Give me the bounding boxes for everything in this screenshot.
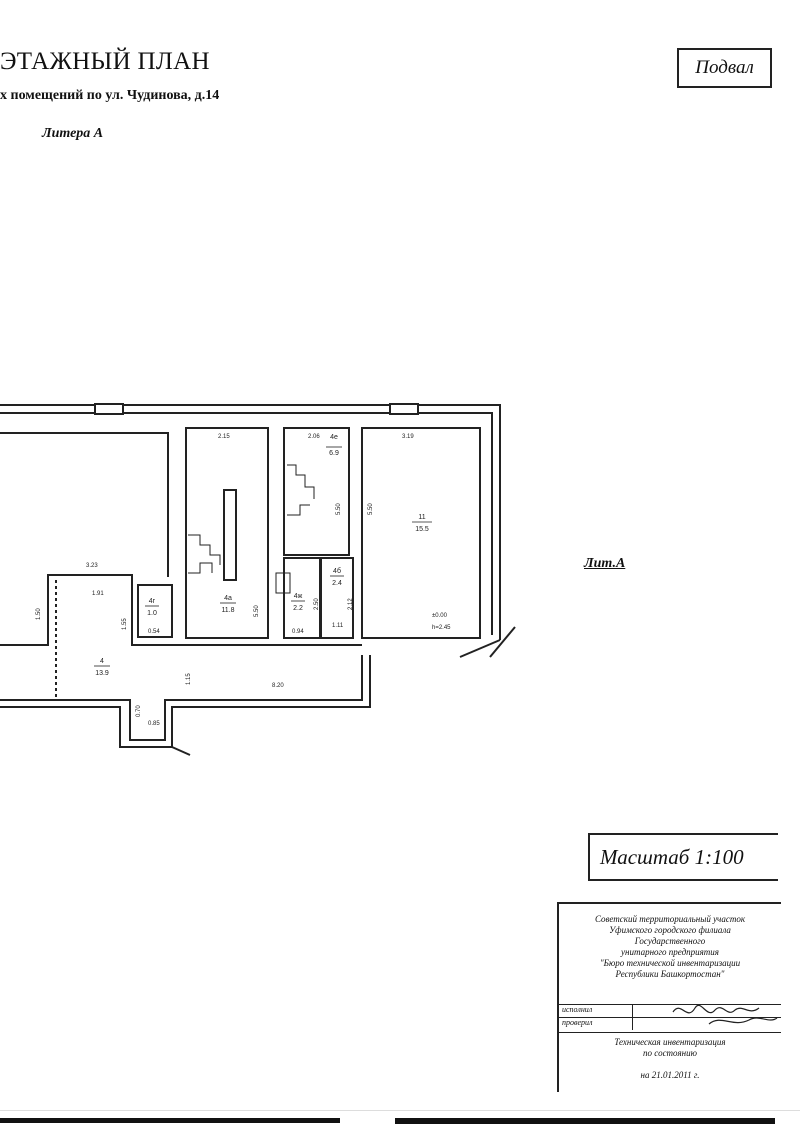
- stamp-row-executed-label: исполнил: [559, 1005, 633, 1017]
- stamp-org-line: Республики Башкортостан": [615, 969, 725, 979]
- dim-323: 3.23: [86, 563, 98, 569]
- room-11-area: 15.5: [415, 526, 429, 533]
- room-4e-area: 6.9: [329, 450, 339, 457]
- stamp-document: Техническая инвентаризация по состоянию: [559, 1032, 781, 1059]
- scan-bottom-artifacts: [0, 1110, 800, 1124]
- stamp-org-line: Советский территориальный участок: [594, 914, 746, 924]
- dim-212: 2.12: [348, 598, 354, 610]
- room-4zh-label: 4ж: [294, 593, 303, 600]
- stamp-row-checked-label: проверил: [559, 1018, 633, 1030]
- signature-image: [672, 1004, 778, 1025]
- page-subtitle: х помещений по ул. Чудинова, д.14: [0, 88, 220, 103]
- stamp-org-line: Уфимского городского филиала: [609, 925, 731, 935]
- page-title: ЭТАЖНЫЙ ПЛАН: [0, 48, 210, 75]
- room-4b-label: 4б: [333, 567, 341, 575]
- room-4b-area: 2.4: [332, 580, 342, 587]
- room-4a-area: 11.8: [221, 607, 234, 614]
- stamp-organization: Советский территориальный участок Уфимск…: [559, 904, 781, 980]
- room-4a-label: 4а: [224, 595, 232, 602]
- dim-215: 2.15: [218, 434, 230, 440]
- dim-820: 8.20: [272, 683, 284, 689]
- room-4g-area: 1.0: [147, 610, 157, 617]
- dim-550-c: 5.50: [336, 503, 342, 515]
- stamp-doc-line: Техническая инвентаризация: [614, 1037, 726, 1047]
- dim-206: 2.06: [308, 434, 320, 440]
- dim-250: 2.50: [314, 598, 320, 610]
- dim-070: 0.70: [136, 705, 142, 717]
- room-4g-label: 4г: [149, 598, 156, 605]
- stamp-org-line: Государственного: [634, 936, 706, 946]
- dim-155: 1.55: [122, 618, 128, 630]
- scale-box: Масштаб 1:100: [588, 833, 778, 881]
- level-height: h=2.45: [432, 625, 451, 631]
- dim-550-a: 5.50: [254, 605, 260, 617]
- dim-094: 0.94: [292, 629, 304, 635]
- stamp-row-checked: проверил: [559, 1017, 781, 1030]
- stamp-doc-line: по состоянию: [643, 1048, 697, 1058]
- room-4-label: 4: [100, 658, 104, 665]
- room-4-area: 13.9: [95, 670, 109, 677]
- stamp-org-line: унитарного предприятия: [621, 947, 719, 957]
- dim-054: 0.54: [148, 629, 160, 635]
- dim-111: 1.11: [332, 623, 344, 629]
- dim-191: 1.91: [92, 591, 104, 597]
- dim-085: 0.85: [148, 721, 160, 727]
- dim-550-b: 5.50: [368, 503, 374, 515]
- dim-319: 3.19: [402, 434, 414, 440]
- stamp-date: на 21.01.2011 г.: [640, 1070, 700, 1080]
- building-label: Лит.А: [584, 556, 626, 571]
- floor-label-box: Подвал: [677, 48, 772, 88]
- room-4e-label: 4е: [330, 434, 338, 441]
- dim-150: 1.50: [36, 608, 42, 620]
- stamp-row-executed: исполнил: [559, 1004, 781, 1017]
- litera-label: Литера А: [42, 126, 104, 141]
- stamp-org-line: "Бюро технической инвентаризации: [599, 958, 741, 968]
- dim-115: 1.15: [186, 673, 192, 685]
- level-zero: ±0.00: [432, 613, 448, 619]
- room-11-label: 11: [418, 514, 425, 521]
- room-4zh-area: 2.2: [293, 605, 303, 612]
- title-block-stamp: Советский территориальный участок Уфимск…: [557, 902, 781, 1092]
- floor-plan: 2.15 2.06 3.19 3.23 1.91 1.50 5.50 5.50 …: [0, 403, 516, 756]
